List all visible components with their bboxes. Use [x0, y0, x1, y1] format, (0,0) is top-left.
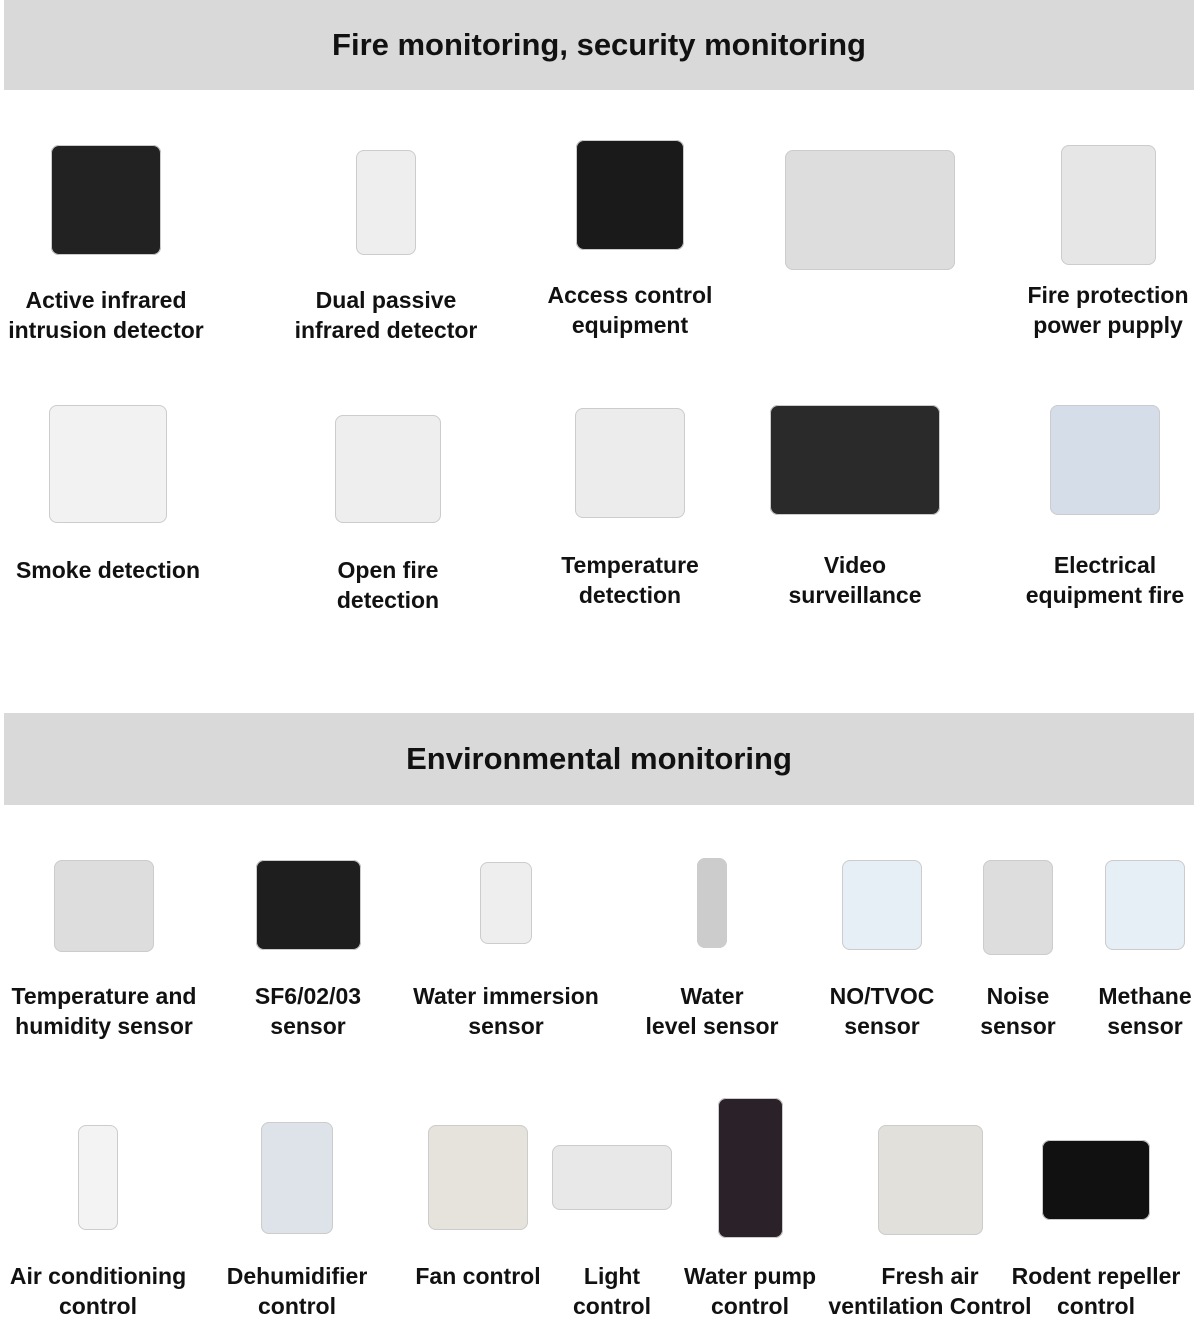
water-immersion-icon	[480, 862, 532, 944]
product-label: Temperature	[561, 552, 699, 578]
product-label: control	[1057, 1293, 1135, 1319]
light-icon	[552, 1145, 672, 1210]
product-label: sensor	[980, 1013, 1056, 1039]
product-label: Temperature and	[11, 983, 197, 1009]
infrared-detector-icon	[51, 145, 161, 255]
smoke-detector-icon	[49, 405, 167, 523]
product-label: Active infrared	[25, 287, 187, 313]
video-recorder-icon	[770, 405, 940, 515]
product-label: sensor	[844, 1013, 920, 1039]
dehumidifier-icon	[261, 1122, 333, 1234]
product-label: Water pump	[683, 1263, 817, 1289]
product-label: infrared detector	[294, 317, 478, 343]
product-label: surveillance	[788, 582, 922, 608]
product-label: equipment fire	[1025, 582, 1185, 608]
noise-sensor-icon	[983, 860, 1053, 955]
product-label: Fresh air	[881, 1263, 979, 1289]
product-label: Fan control	[415, 1263, 541, 1289]
product-label: Dehumidifier	[226, 1263, 368, 1289]
electrical-monitor-icon	[1050, 405, 1160, 515]
section-title: Fire monitoring, security monitoring	[332, 27, 866, 62]
rodent-repeller-icon	[1042, 1140, 1150, 1220]
water-level-icon	[697, 858, 727, 948]
product-label: Light	[583, 1263, 641, 1289]
methane-sensor-icon	[1105, 860, 1185, 950]
air-conditioner-icon	[78, 1125, 118, 1230]
fire-power-supply-icon	[1060, 145, 1156, 265]
product-label: power pupply	[1033, 312, 1183, 338]
fan-icon	[428, 1125, 528, 1230]
section-title: Environmental monitoring	[406, 741, 792, 776]
product-label: Water immersion	[413, 983, 599, 1009]
product-label: NO/TVOC	[829, 983, 935, 1009]
section-header-environmental: Environmental monitoring	[4, 713, 1194, 805]
passive-infrared-icon	[356, 150, 416, 255]
product-label: control	[573, 1293, 651, 1319]
product-label: detection	[578, 582, 682, 608]
product-label: control	[258, 1293, 336, 1319]
product-label: Access control	[547, 282, 713, 308]
product-label: Open fire	[337, 557, 439, 583]
product-label: sensor	[1107, 1013, 1183, 1039]
product-label: control	[711, 1293, 789, 1319]
product-label: Smoke detection	[15, 557, 201, 583]
product-label: Fire protection	[1027, 282, 1189, 308]
product-label: humidity sensor	[15, 1013, 193, 1039]
product-label: detection	[336, 587, 440, 613]
product-label: sensor	[468, 1013, 544, 1039]
product-label: intrusion detector	[8, 317, 204, 343]
thermo-hygrometer-icon	[54, 860, 154, 952]
product-label: control	[59, 1293, 137, 1319]
product-label: Rodent repeller	[1011, 1263, 1181, 1289]
tvoc-sensor-icon	[842, 860, 922, 950]
access-control-icon	[576, 140, 684, 250]
product-label: level sensor	[645, 1013, 779, 1039]
product-label: Water	[680, 983, 744, 1009]
section-header-fire-security: Fire monitoring, security monitoring	[4, 0, 1194, 90]
product-label: Video	[823, 552, 887, 578]
product-label: equipment	[571, 312, 689, 338]
product-label: ventilation Control	[828, 1293, 1032, 1319]
product-label: Dual passive	[315, 287, 457, 313]
temperature-detector-icon	[575, 408, 685, 518]
gas-sensor-icon	[255, 860, 361, 950]
fire-detector-icon	[335, 415, 441, 523]
product-label: sensor	[270, 1013, 346, 1039]
product-label: Electrical	[1053, 552, 1157, 578]
fresh-air-icon	[877, 1125, 983, 1235]
security-camera-icon	[785, 150, 955, 270]
product-label: Methane	[1098, 983, 1192, 1009]
product-label: SF6/02/03	[254, 983, 362, 1009]
product-label: Noise	[986, 983, 1050, 1009]
water-pump-icon	[717, 1098, 783, 1238]
product-label: Air conditioning	[9, 1263, 187, 1289]
